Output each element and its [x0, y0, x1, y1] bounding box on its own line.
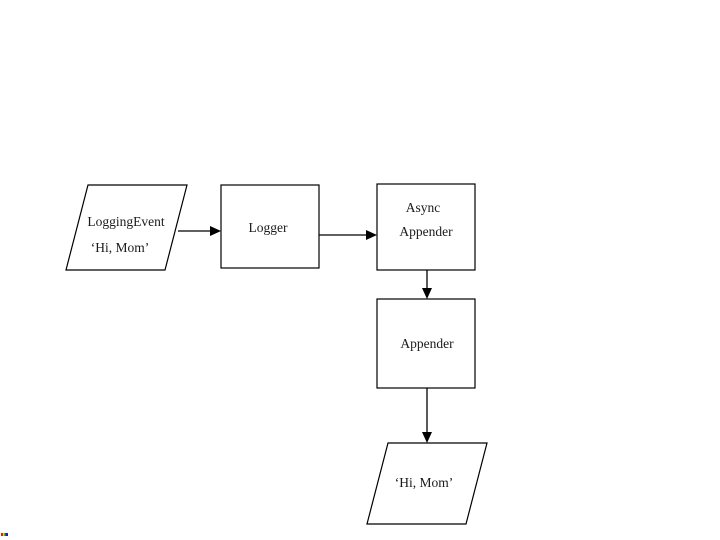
output-message-shape	[366, 442, 488, 525]
async-appender-shape	[376, 183, 476, 271]
node-output-message[interactable]: ‘Hi, Mom’	[366, 442, 488, 525]
node-async-appender[interactable]: Async Appender	[376, 183, 476, 271]
appender-label: Appender	[400, 336, 454, 351]
logging-event-label-line2: ‘Hi, Mom’	[91, 240, 150, 255]
node-logger[interactable]: Logger	[220, 184, 320, 269]
node-logging-event[interactable]: LoggingEvent ‘Hi, Mom’	[65, 184, 188, 271]
edge-async-to-appender	[422, 270, 432, 299]
edge-logger-to-async-arrowhead	[366, 230, 377, 240]
logger-shape	[220, 184, 320, 269]
logging-event-label-line1: LoggingEvent	[87, 214, 164, 229]
corner-pixel-artifact	[1, 533, 8, 536]
async-appender-label-line1: Async	[406, 200, 441, 215]
node-appender[interactable]: Appender	[376, 298, 476, 389]
edge-logger-to-async	[319, 230, 377, 240]
output-message-label: ‘Hi, Mom’	[395, 475, 454, 490]
edge-appender-to-output-arrowhead	[422, 432, 432, 443]
async-appender-label-line2: Appender	[399, 224, 453, 239]
appender-shape	[376, 298, 476, 389]
edge-async-to-appender-arrowhead	[422, 288, 432, 299]
edge-appender-to-output	[422, 388, 432, 443]
edge-event-to-logger	[178, 226, 221, 236]
logging-event-shape	[65, 184, 188, 271]
edge-event-to-logger-arrowhead	[210, 226, 221, 236]
logger-label: Logger	[249, 220, 288, 235]
